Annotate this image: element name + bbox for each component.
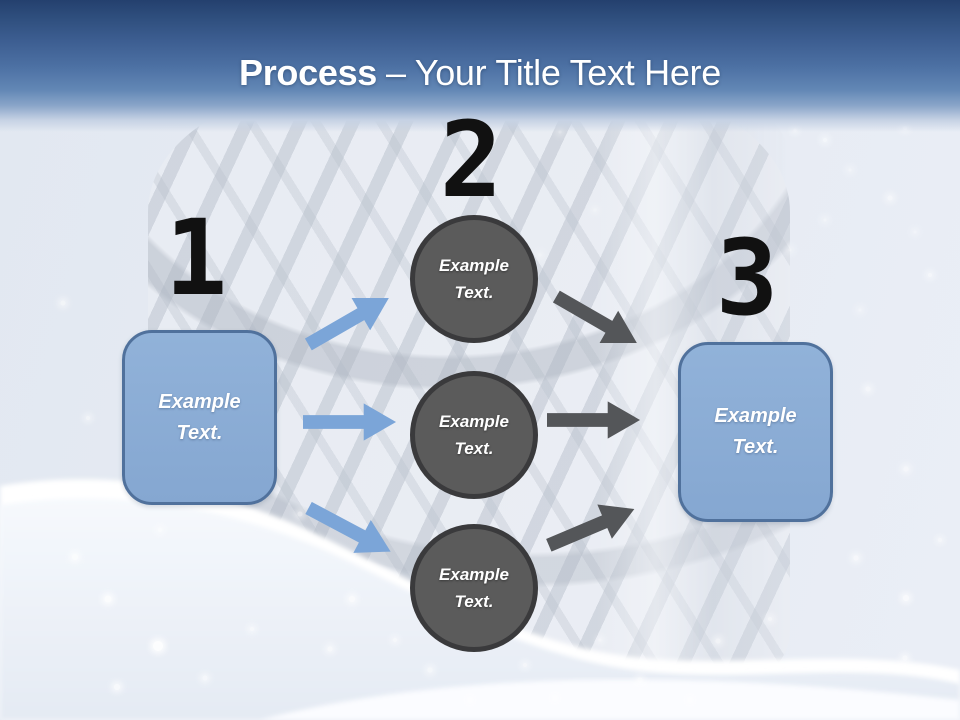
snowflake — [202, 675, 208, 681]
snowflake — [468, 698, 472, 702]
snowflake — [60, 300, 66, 306]
snowflake — [427, 667, 433, 673]
snowflake — [153, 641, 163, 651]
snowflake — [938, 538, 942, 542]
process-circle-1-label: Example Text. — [439, 255, 509, 302]
snowflake — [715, 638, 721, 644]
snowflake — [848, 168, 852, 172]
snowflake — [72, 554, 78, 560]
snowflake — [558, 130, 562, 134]
process-circle-2: Example Text. — [410, 371, 538, 499]
snowflake — [598, 638, 602, 642]
process-circle-3-label: Example Text. — [439, 564, 509, 611]
step-number-1: 1 — [164, 197, 228, 319]
snowflake — [349, 596, 355, 602]
snowflake — [327, 646, 333, 652]
snowflake — [823, 138, 827, 142]
snowflake — [538, 253, 542, 257]
process-circle-3: Example Text. — [410, 524, 538, 652]
blue-arrow-middle-icon — [303, 403, 397, 441]
gray-arrow-middle-icon — [547, 401, 641, 439]
snowflake — [104, 595, 112, 603]
snowflake — [86, 416, 90, 420]
slide-title-rest: – Your Title Text Here — [386, 52, 721, 93]
title-bar: Process– Your Title Text Here — [0, 0, 960, 132]
step-number-3: 3 — [715, 217, 779, 339]
snowflake — [158, 528, 162, 532]
snowflake — [114, 684, 120, 690]
snowflake — [913, 230, 917, 234]
snowflake — [903, 466, 909, 472]
slide-title: Process– Your Title Text Here — [0, 0, 960, 94]
snowflake — [903, 595, 909, 601]
blue-arrow-bottom-icon — [305, 501, 391, 553]
snowflake — [688, 698, 692, 702]
snowflake — [902, 655, 908, 661]
snowflake — [853, 555, 859, 561]
snowflake — [250, 627, 254, 631]
step-number-2: 2 — [439, 99, 503, 221]
gray-arrow-top-icon — [552, 290, 637, 344]
snowflake — [637, 677, 643, 683]
process-circle-2-label: Example Text. — [439, 411, 509, 458]
snowflake — [593, 208, 597, 212]
right-example-box: Example Text. — [678, 342, 833, 522]
left-example-box-label: Example Text. — [158, 390, 241, 444]
gray-arrow-bottom-icon — [546, 504, 635, 552]
snowflake — [887, 195, 893, 201]
snowflake — [788, 248, 792, 252]
right-example-box-label: Example Text. — [714, 405, 797, 458]
snowflake — [523, 663, 527, 667]
snowflake — [928, 273, 932, 277]
process-circle-1: Example Text. — [410, 215, 538, 343]
snowflake — [768, 617, 772, 621]
snowflake — [393, 638, 397, 642]
snowflake — [858, 308, 862, 312]
snowflake — [823, 218, 827, 222]
blue-arrow-top-icon — [304, 297, 389, 351]
snowflake — [297, 511, 303, 517]
slide-title-emphasis: Process — [239, 52, 378, 93]
snowflake — [553, 696, 557, 700]
snowflake — [865, 386, 871, 392]
left-example-box: Example Text. — [122, 330, 277, 505]
